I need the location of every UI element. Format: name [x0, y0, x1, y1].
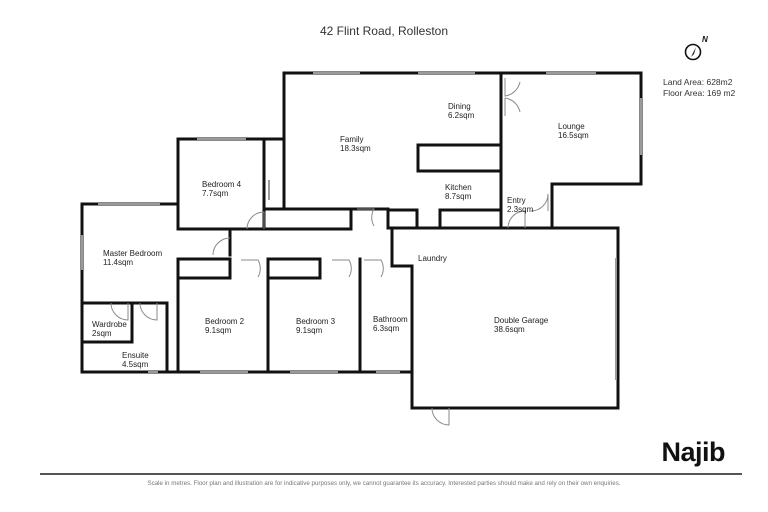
property-address: 42 Flint Road, Rolleston — [319, 24, 449, 38]
doors — [110, 78, 549, 426]
area-summary: Land Area: 628m2 Floor Area: 169 m2 — [663, 77, 735, 99]
room-laundry: Laundry — [418, 254, 447, 263]
brand-logo: Najib — [661, 437, 725, 467]
floor-area: Floor Area: 169 m2 — [663, 88, 736, 98]
windows — [81, 72, 642, 380]
compass-north-icon: N — [684, 35, 708, 61]
footer-divider — [40, 473, 742, 475]
svg-text:N: N — [702, 35, 708, 44]
disclaimer-text: Scale in metres. Floor plan and illustra… — [147, 480, 621, 487]
land-area: Land Area: 628m2 — [663, 77, 733, 87]
